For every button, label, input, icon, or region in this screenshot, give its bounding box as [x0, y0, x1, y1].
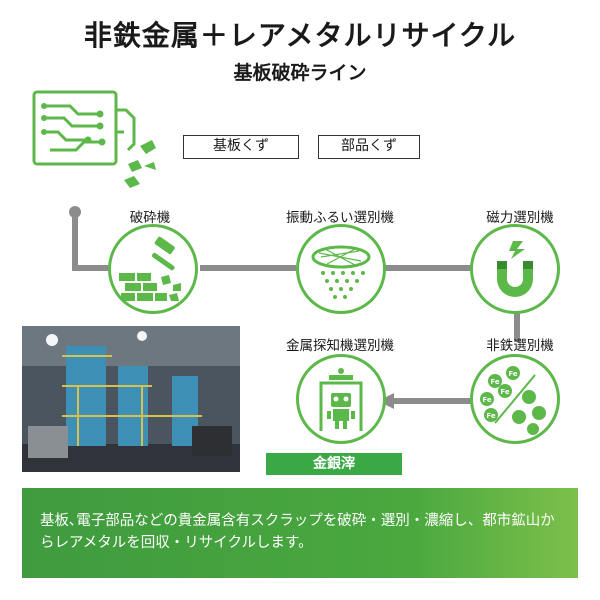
flow-line-entry-vertical	[72, 211, 78, 271]
flow-line-crusher-to-screen	[200, 265, 296, 271]
fe-label: Fe	[486, 412, 495, 420]
page-subtitle: 基板破砕ライン	[233, 62, 367, 84]
fe-label: Fe	[490, 378, 499, 386]
fe-particles-icon: Fe Fe Fe Fe Fe	[480, 366, 546, 435]
fe-label: Fe	[500, 388, 509, 396]
nonferrous-separator-node: Fe Fe Fe Fe Fe	[470, 354, 560, 444]
circuit-board-icon	[30, 88, 160, 198]
input-tag-board-scrap: 基板くず	[183, 135, 299, 159]
output-tag-gold-silver-residue: 金銀滓	[266, 453, 402, 475]
vibrating-screen-node	[296, 224, 386, 314]
hammer-icon	[119, 236, 181, 301]
metal-detector-node	[296, 354, 386, 444]
label-nonferrous-separator: 非鉄選別機	[486, 338, 554, 354]
flow-line-magnet-to-nonferrous	[514, 312, 520, 342]
fe-label: Fe	[482, 396, 491, 404]
description-banner: 基板､電子部品などの貴金属含有スクラップを破砕・選別・濃縮し、都市鉱山からレアメ…	[22, 488, 578, 578]
input-tag-parts-scrap: 部品くず	[318, 135, 420, 159]
magnetic-separator-node	[470, 224, 560, 314]
sieve-icon	[311, 245, 371, 299]
entry-dot	[69, 206, 81, 218]
fe-label: Fe	[508, 370, 517, 378]
label-vibrating-screen: 振動ふるい選別機	[286, 210, 394, 226]
magnet-icon	[497, 241, 533, 297]
label-metal-detector-separator: 金属探知機選別機	[286, 338, 394, 354]
flow-line-screen-to-magnet	[384, 265, 480, 271]
crusher-node	[108, 224, 198, 314]
robot-scanner-icon	[319, 368, 363, 431]
plant-photo	[22, 326, 240, 472]
page-title: 非鉄金属＋レアメタルリサイクル	[83, 19, 517, 52]
label-magnetic-separator: 磁力選別機	[486, 210, 554, 226]
flow-line-entry-horizontal	[72, 265, 112, 271]
label-crusher: 破砕機	[129, 210, 171, 226]
description-text: 基板､電子部品などの貴金属含有スクラップを破砕・選別・濃縮し、都市鉱山からレアメ…	[40, 513, 555, 551]
flow-arrow-nonferrous-to-detector	[378, 393, 474, 409]
